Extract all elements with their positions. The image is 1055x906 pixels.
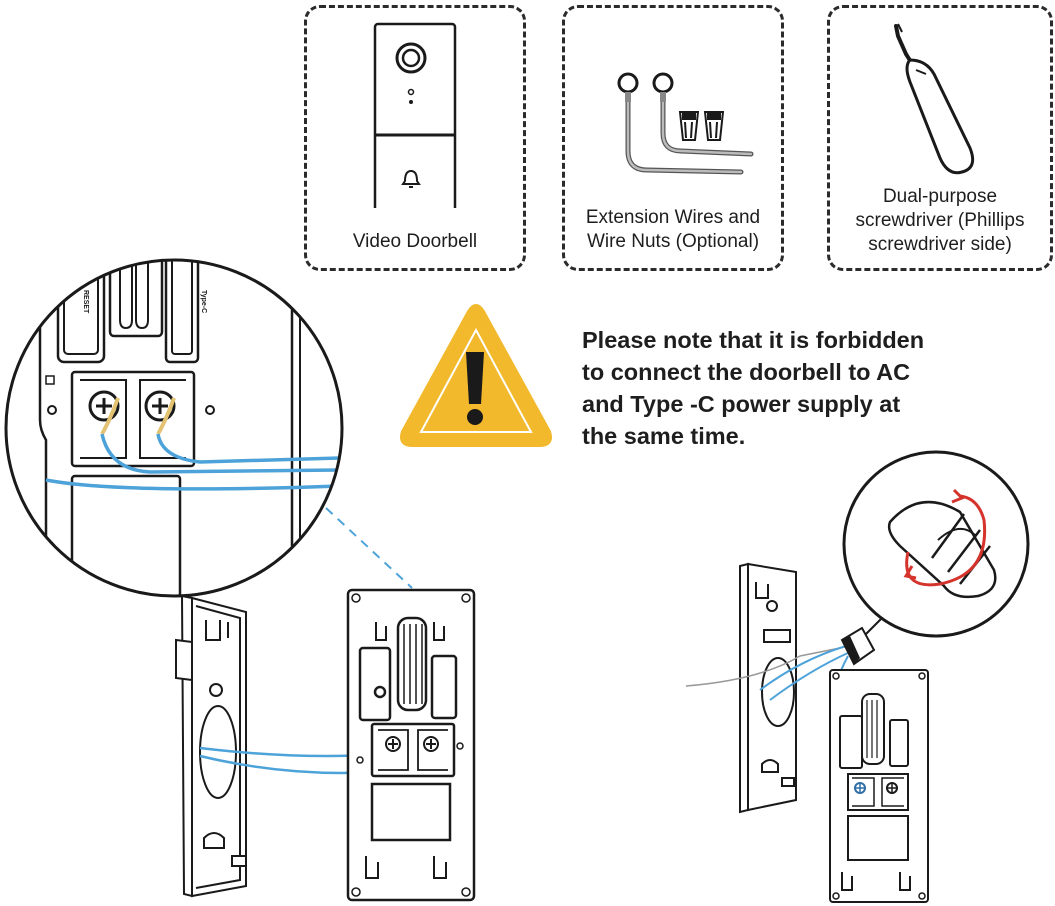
- wire-nut-rotation-detail: [842, 450, 1030, 638]
- extension-wires-label: Extension Wires and Wire Nuts (Optional): [565, 206, 781, 254]
- screwdriver-label-line1: Dual-purpose: [882, 186, 998, 207]
- reset-label: RESET: [82, 290, 89, 314]
- screwdriver-label-line3: screwdriver side): [868, 234, 1012, 255]
- doorbell-item-box: Video Doorbell: [304, 5, 526, 271]
- mounting-bracket-side: [175, 594, 247, 898]
- screwdriver-icon: [894, 23, 975, 175]
- zoom-detail-circle: RESET Type-C: [4, 258, 344, 598]
- video-doorbell-icon: [373, 22, 457, 208]
- typec-label: Type-C: [200, 290, 207, 313]
- screwdriver-label: Dual-purpose screwdriver (Phillips screw…: [830, 185, 1050, 257]
- wire-nut-small: [840, 626, 876, 666]
- rotate-arrow-icon: [951, 488, 965, 504]
- doorbell-back-plate: [346, 588, 476, 902]
- warning-message: Please note that it is forbidden to conn…: [582, 324, 982, 452]
- extension-wires-label-line2: Wire Nuts (Optional): [586, 231, 760, 252]
- extension-wires-item-box: Extension Wires and Wire Nuts (Optional): [562, 5, 784, 271]
- extension-wires-icon: [617, 72, 754, 175]
- doorbell-back-plate-right: [829, 669, 929, 903]
- doorbell-label: Video Doorbell: [352, 231, 478, 252]
- zoom-leader-line: [325, 507, 413, 589]
- warning-triangle-icon: [400, 304, 552, 447]
- screwdriver-item-box: Dual-purpose screwdriver (Phillips screw…: [827, 5, 1053, 271]
- warning-line2: to connect the doorbell to AC: [582, 359, 911, 385]
- extension-wires-label-line1: Extension Wires and: [585, 207, 761, 228]
- screwdriver-label-line2: screwdriver (Phillips: [855, 210, 1025, 231]
- wire-nut-icon: [678, 111, 725, 141]
- warning-line4: the same time.: [582, 423, 746, 449]
- warning-line3: and Type -C power supply at: [582, 391, 901, 417]
- mounting-bracket-right: [739, 562, 797, 814]
- warning-line1: Please note that it is forbidden: [582, 327, 925, 353]
